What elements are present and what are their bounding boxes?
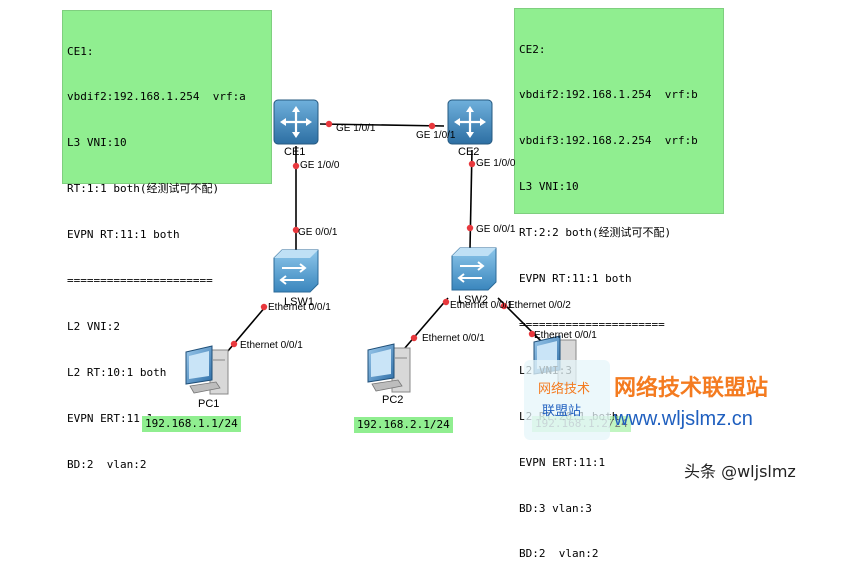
port-dot [230, 340, 238, 348]
lsw2-eth001-label: Ethernet 0/0/1 [450, 300, 513, 311]
note-line: BD:3 vlan:3 [519, 501, 592, 515]
pc1-label: PC1 [198, 398, 220, 410]
topology-canvas [185, 99, 577, 395]
lsw1-switch-icon[interactable] [273, 249, 319, 293]
ce1-ge101-label: GE 1/0/1 [336, 123, 376, 134]
ce1-router-icon[interactable] [273, 99, 319, 145]
port-dot [428, 122, 436, 130]
pc3-eth001-label: Ethernet 0/0/1 [534, 330, 597, 341]
note-line: EVPN RT:11:1 both [67, 228, 180, 242]
note-line: RT:2:2 both(经测试可不配) [519, 226, 672, 240]
author-credit: 头条 @wljslmz [684, 462, 796, 481]
port-dot [466, 224, 474, 232]
note-line: L3 VNI:10 [67, 136, 127, 150]
port-dot [292, 226, 300, 234]
note-line: EVPN ERT:11:1 [519, 455, 606, 469]
port-dot [500, 302, 508, 310]
port-dot [442, 298, 450, 306]
note-line: CE1: [67, 44, 94, 58]
link-lsw1-pc1 [221, 305, 267, 359]
ce2-label: CE2 [458, 146, 480, 158]
lsw1-label: LSW1 [284, 296, 314, 308]
pc1-ip-label: 192.168.1.1/24 [142, 416, 241, 432]
pc1-eth001-label: Ethernet 0/0/1 [240, 340, 303, 351]
ce1-label: CE1 [284, 146, 306, 158]
ce2-router-icon[interactable] [447, 99, 493, 145]
link-ce1-ce2 [319, 123, 445, 127]
note-line: vbdif2:192.168.1.254 vrf:b [519, 88, 698, 102]
note-line: BD:2 vlan:2 [519, 547, 599, 561]
watermark-site-name: 网络技术联盟站 [614, 376, 769, 401]
ce2-config-note: CE2: vbdif2:192.168.1.254 vrf:b vbdif3:1… [514, 8, 724, 560]
watermark-logo-top: 网络技术 [538, 382, 591, 397]
pc2-eth001-label: Ethernet 0/0/1 [422, 333, 485, 344]
ce1-config-note: CE1: vbdif2:192.168.1.254 vrf:a L3 VNI:1… [62, 10, 272, 471]
note-line: L2 VNI:2 [67, 319, 120, 333]
lsw2-label: LSW2 [458, 294, 488, 306]
note-line: ====================== [519, 317, 665, 331]
note-line: EVPN ERT:11:1 [67, 411, 154, 425]
lsw2-switch-icon[interactable] [451, 247, 497, 291]
lsw1-ge001-label: GE 0/0/1 [298, 227, 338, 238]
pc1-computer-icon[interactable] [185, 345, 229, 395]
pc2-label: PC2 [382, 394, 404, 406]
note-line: vbdif3:192.168.2.254 vrf:b [519, 134, 698, 148]
port-dot [260, 303, 268, 311]
note-line: vbdif2:192.168.1.254 vrf:a [67, 90, 246, 104]
link-lsw2-pc2 [397, 297, 449, 357]
watermark-logo-bottom: 联盟站 [542, 404, 582, 419]
ce2-ge100-label: GE 1/0/0 [476, 158, 516, 169]
port-dot [468, 160, 476, 168]
note-line: ====================== [67, 274, 213, 288]
port-dot [410, 334, 418, 342]
note-line: L2 RT:10:1 both [67, 365, 167, 379]
note-line: RT:1:1 both(经测试可不配) [67, 182, 220, 196]
port-dot [292, 162, 300, 170]
ce1-ge100-label: GE 1/0/0 [300, 160, 340, 171]
lsw2-ge001-label: GE 0/0/1 [476, 224, 516, 235]
ce2-ge101-label: GE 1/0/1 [416, 130, 456, 141]
lsw1-eth001-label: Ethernet 0/0/1 [268, 302, 331, 313]
pc2-ip-label: 192.168.2.1/24 [354, 417, 453, 433]
port-dot [325, 120, 333, 128]
pc2-computer-icon[interactable] [367, 343, 411, 393]
watermark-url: www.wljslmz.cn [614, 408, 753, 430]
note-line: BD:2 vlan:2 [67, 457, 147, 471]
note-line: EVPN RT:11:1 both [519, 272, 632, 286]
watermark-logo: 网络技术 联盟站 [524, 360, 610, 440]
note-line: CE2: [519, 42, 546, 56]
port-dot [528, 330, 536, 338]
lsw2-eth002-label: Ethernet 0/0/2 [508, 300, 571, 311]
note-line: L3 VNI:10 [519, 180, 579, 194]
